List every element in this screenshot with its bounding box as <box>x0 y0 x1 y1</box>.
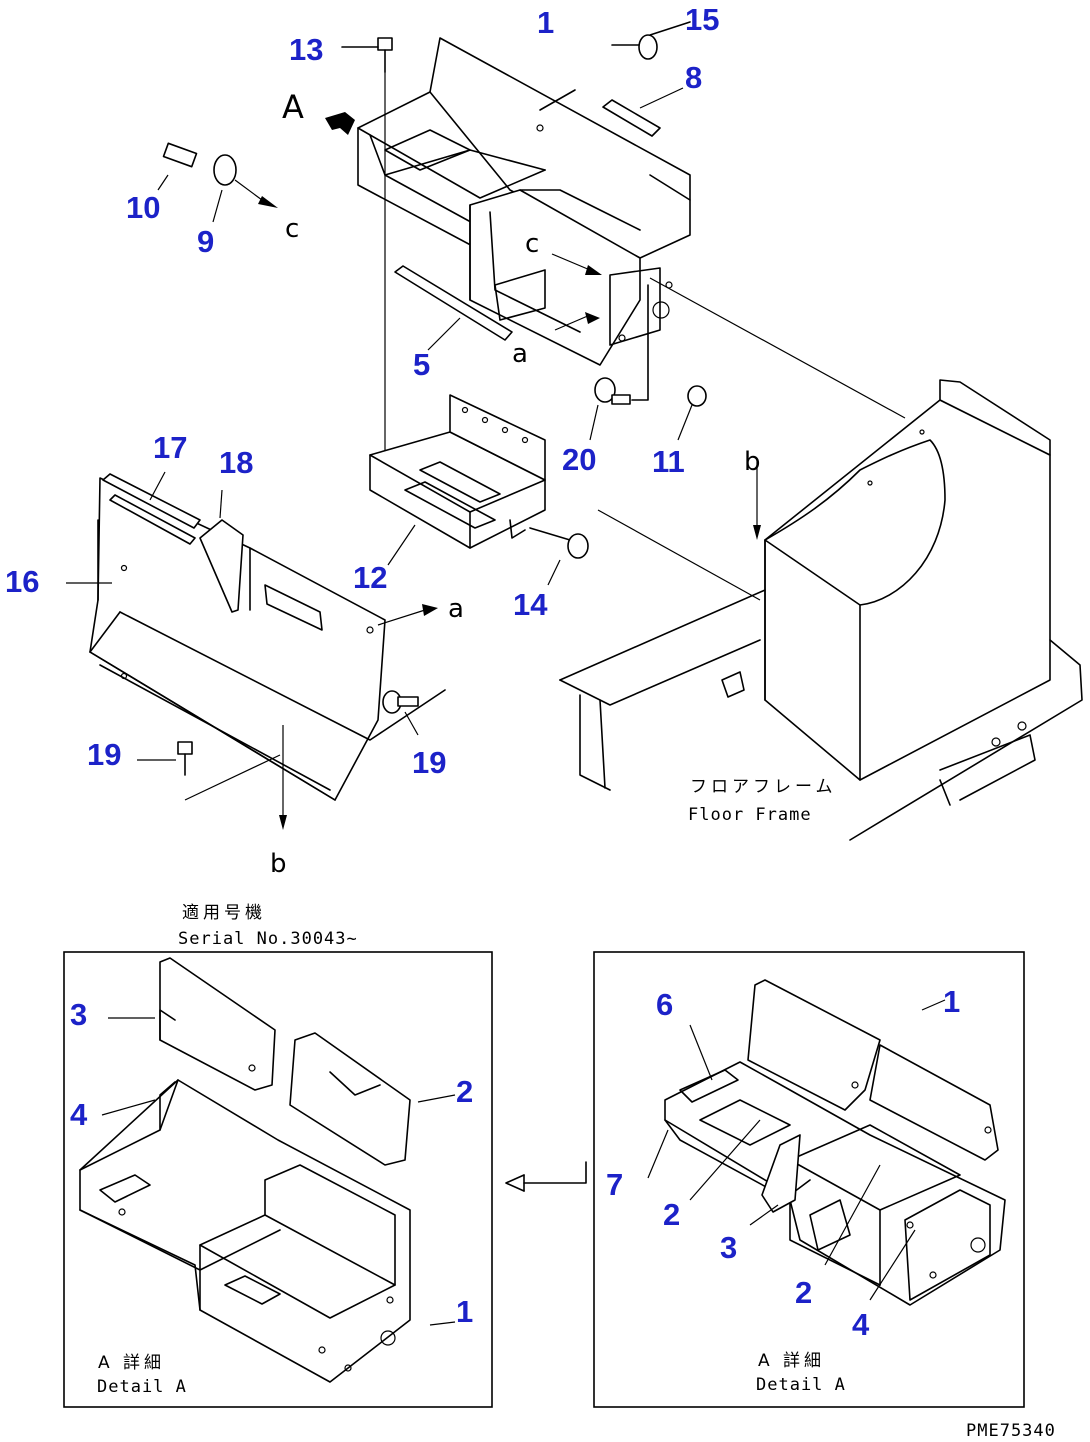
part-20-bolt <box>589 284 649 441</box>
callout-10: 10 <box>126 190 160 225</box>
detail-right-callout-2-lower: 2 <box>795 1275 812 1310</box>
detail-left-callout-2: 2 <box>456 1074 473 1109</box>
part-5-rod <box>394 265 513 351</box>
detail-a-left-frame <box>63 951 493 1408</box>
part-9-cap <box>212 154 278 223</box>
detail-right-callout-1: 1 <box>943 984 960 1019</box>
part-1-tray-assembly <box>357 37 691 366</box>
ref-b-lower: b <box>270 849 287 879</box>
detail-right-callout-7: 7 <box>606 1167 623 1202</box>
view-a-letter: A <box>282 88 304 126</box>
detail-right-callout-4: 4 <box>852 1307 870 1342</box>
callout-18: 18 <box>219 445 253 480</box>
detail-left-caption-jp: A 詳細 <box>98 1353 165 1373</box>
part-14-bolt <box>529 527 589 586</box>
detail-link-arrow <box>505 1161 587 1192</box>
drawing-code: PME75340 <box>966 1421 1056 1441</box>
callout-16: 16 <box>5 564 39 599</box>
callout-19-right: 19 <box>412 745 446 780</box>
ref-a-lower: a <box>448 594 464 624</box>
detail-a-right-frame <box>593 951 1025 1408</box>
part-13-bolt <box>341 37 393 465</box>
ref-c-left: c <box>285 214 299 244</box>
detail-right-callout-2-upper: 2 <box>663 1197 680 1232</box>
part-19-bolt-left <box>137 741 193 776</box>
callout-14: 14 <box>513 587 548 622</box>
callout-11: 11 <box>652 444 685 479</box>
detail-right-callout-6: 6 <box>656 987 673 1022</box>
detail-right-callout-3: 3 <box>720 1230 737 1265</box>
detail-left-callout-3: 3 <box>70 997 87 1032</box>
part-17-strip <box>102 471 201 545</box>
part-8-strip <box>602 87 684 137</box>
part-11-nut <box>677 385 707 441</box>
part-19-bolt-right <box>382 690 419 736</box>
floor-frame-caption-jp: フロアフレーム <box>690 777 837 797</box>
floor-frame-caption-en: Floor Frame <box>688 805 812 825</box>
callout-19-left: 19 <box>87 737 121 772</box>
callout-9: 9 <box>197 224 214 259</box>
detail-right-caption-en: Detail A <box>756 1375 846 1395</box>
callout-13: 13 <box>289 32 323 67</box>
serial-caption-en: Serial No.30043~ <box>178 929 358 949</box>
part-12-bracket <box>369 394 546 566</box>
detail-right-caption-jp: A 詳細 <box>758 1351 825 1371</box>
part-18-gusset <box>199 489 244 613</box>
detail-left-drawing <box>79 957 456 1383</box>
callout-1: 1 <box>537 5 554 40</box>
floor-frame <box>559 277 1083 841</box>
detail-left-callout-1: 1 <box>456 1294 473 1329</box>
ref-b-upper: b <box>744 447 761 477</box>
callout-12: 12 <box>353 560 387 595</box>
callout-20: 20 <box>562 442 596 477</box>
part-16-cover-panel <box>66 477 446 801</box>
detail-left-caption-en: Detail A <box>97 1377 187 1397</box>
callout-15: 15 <box>685 2 719 37</box>
ref-c-right: c <box>525 229 539 259</box>
ref-a-upper: a <box>512 339 528 369</box>
callout-5: 5 <box>413 347 430 382</box>
part-10-pin <box>157 142 198 191</box>
view-a-arrow <box>325 112 355 135</box>
part-15-screw <box>611 21 691 60</box>
callout-17: 17 <box>153 430 187 465</box>
detail-left-callout-4: 4 <box>70 1097 88 1132</box>
serial-caption-jp: 適用号機 <box>182 903 266 923</box>
callout-8: 8 <box>685 60 702 95</box>
detail-right-drawing <box>647 979 1006 1306</box>
